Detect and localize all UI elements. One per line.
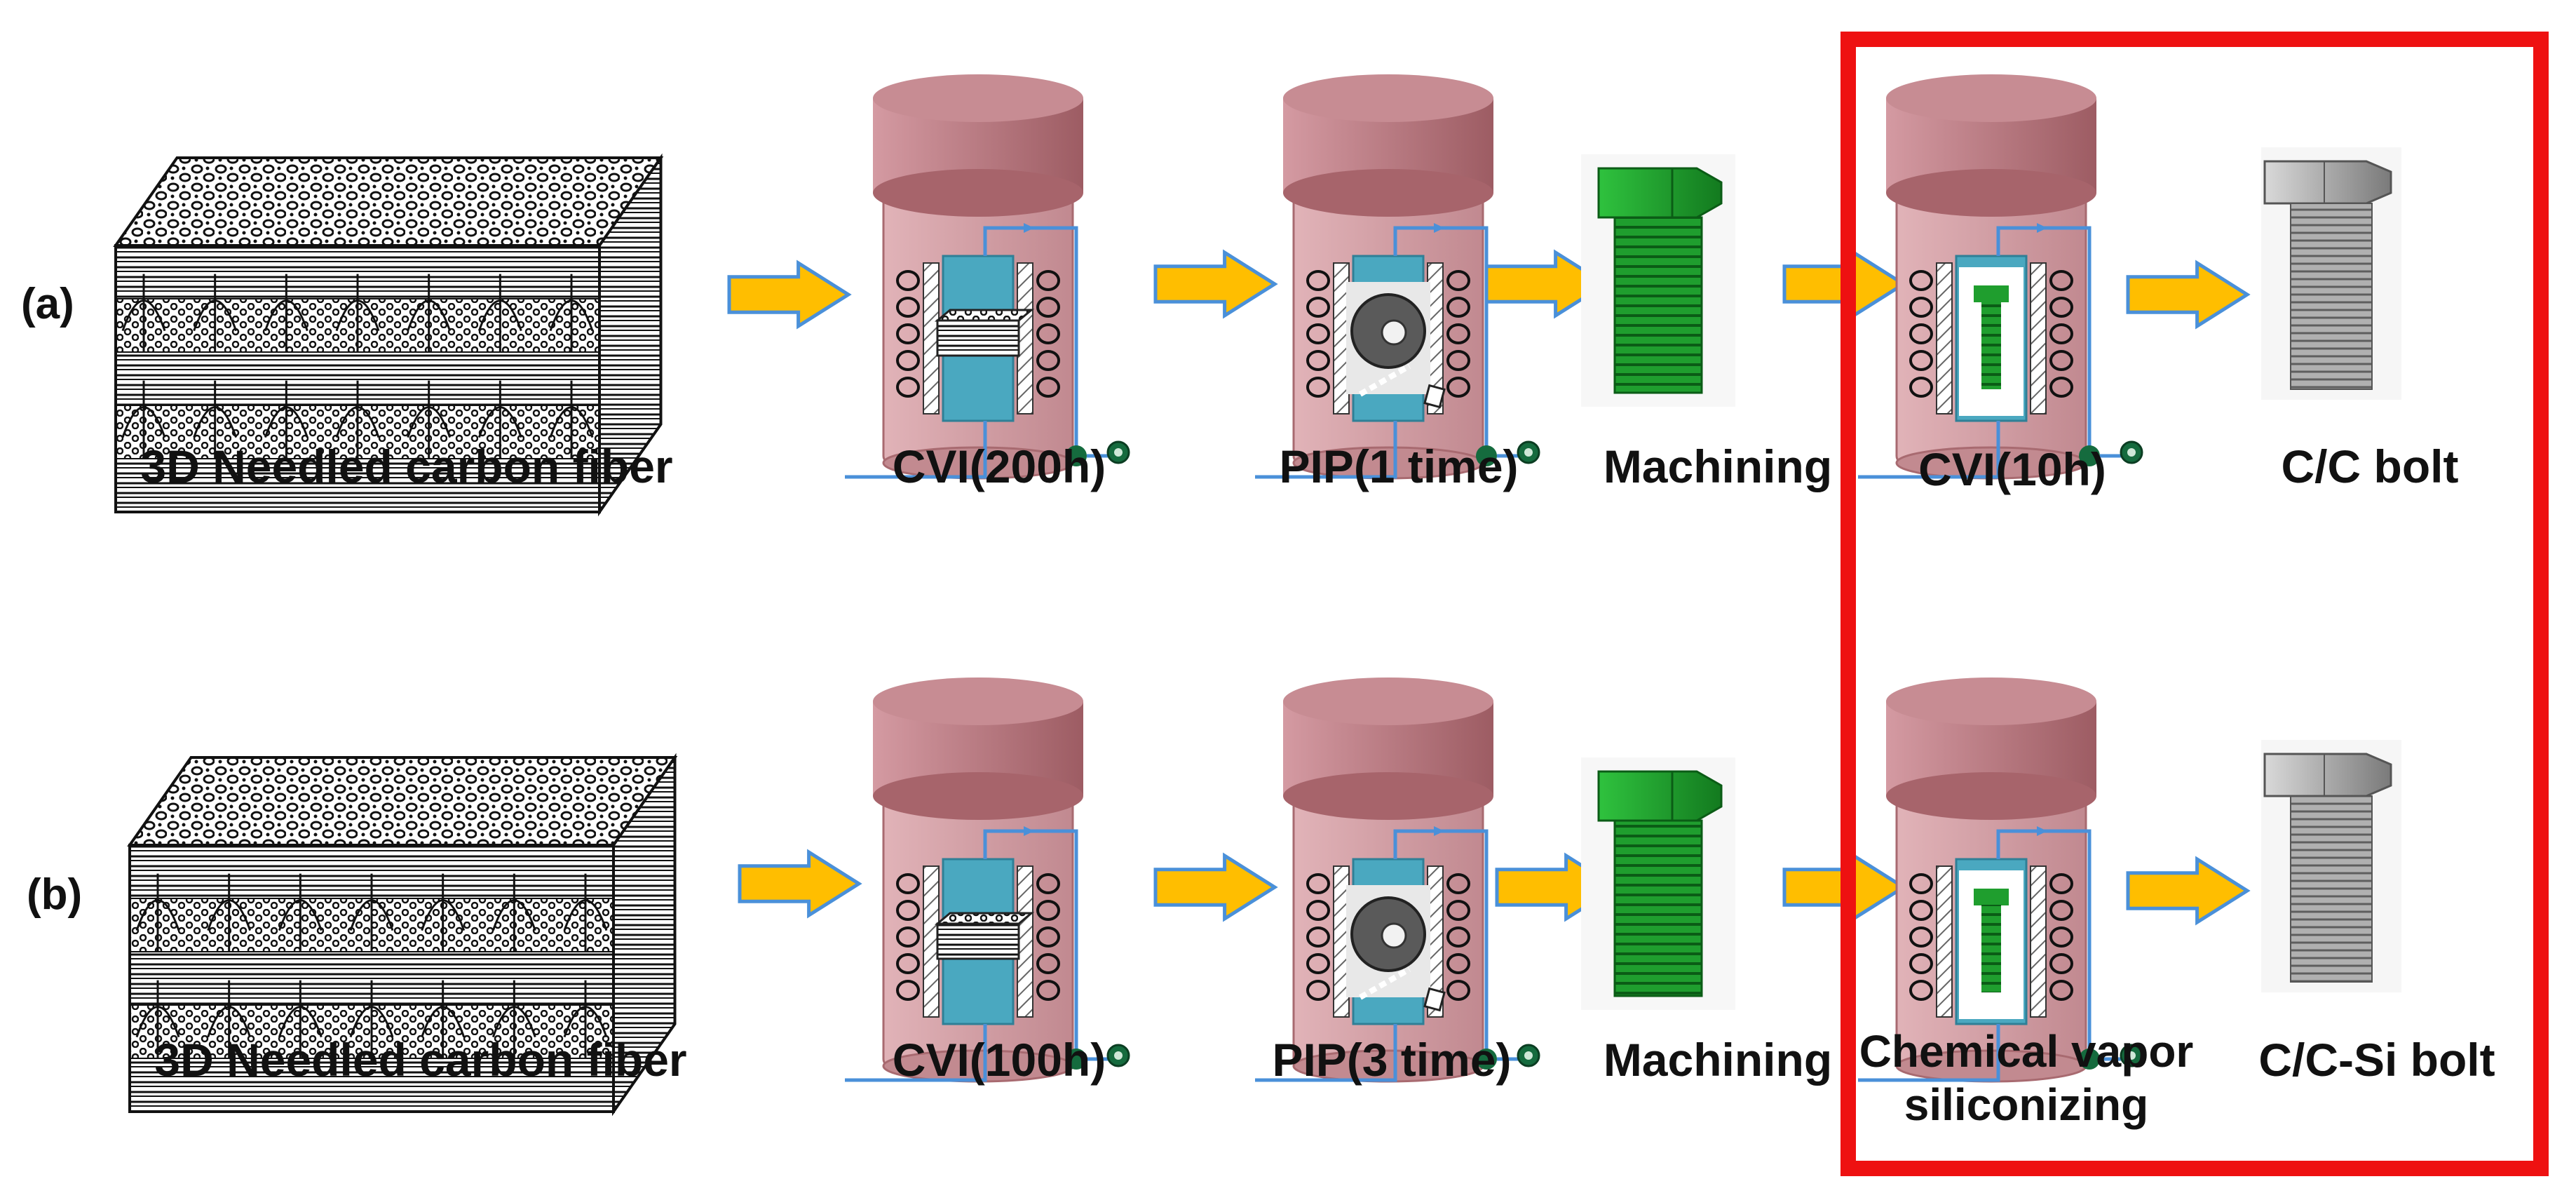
carbon-fiber-block-icon xyxy=(127,753,678,1117)
arrow-icon xyxy=(1153,249,1278,319)
green-bolt-icon xyxy=(1581,154,1735,407)
arrow-icon xyxy=(2126,856,2251,926)
step-a6-label: C/C bolt xyxy=(2281,440,2459,492)
furnace-icon xyxy=(845,678,1130,1083)
arrow-icon xyxy=(727,260,852,330)
green-bolt-icon xyxy=(1581,757,1735,1010)
arrow-icon xyxy=(2126,260,2251,330)
arrow-icon xyxy=(1153,852,1278,922)
step-b5-label: Chemical vapor siliconizing xyxy=(1859,1026,2194,1130)
step-a3-label: PIP(1 time) xyxy=(1279,440,1519,492)
furnace-icon xyxy=(1858,74,2143,480)
row-b-label: (b) xyxy=(27,870,83,919)
furnace-icon xyxy=(1255,74,1540,480)
step-b2-label: CVI(100h) xyxy=(892,1034,1106,1086)
step-a2-label: CVI(200h) xyxy=(892,440,1106,492)
step-a1-label: 3D Needled carbon fiber xyxy=(140,440,673,492)
step-a4-label: Machining xyxy=(1603,440,1833,492)
furnace-icon xyxy=(1255,678,1540,1083)
arrow-icon xyxy=(738,849,862,919)
carbon-fiber-block-icon xyxy=(113,153,664,517)
gray-bolt-icon xyxy=(2261,147,2401,400)
step-b6-label: C/C-Si bolt xyxy=(2258,1034,2495,1086)
furnace-icon xyxy=(845,74,1130,480)
arrow-icon xyxy=(1484,249,1609,319)
furnace-icon xyxy=(1858,678,2143,1083)
row-a-label: (a) xyxy=(21,280,74,328)
step-b3-label: PIP(3 time) xyxy=(1272,1034,1512,1086)
step-b4-label: Machining xyxy=(1603,1034,1833,1086)
step-a5-label: CVI(10h) xyxy=(1918,443,2106,495)
highlight-box xyxy=(1841,32,2549,1176)
gray-bolt-icon xyxy=(2261,740,2401,992)
step-b1-label: 3D Needled carbon fiber xyxy=(154,1034,687,1086)
